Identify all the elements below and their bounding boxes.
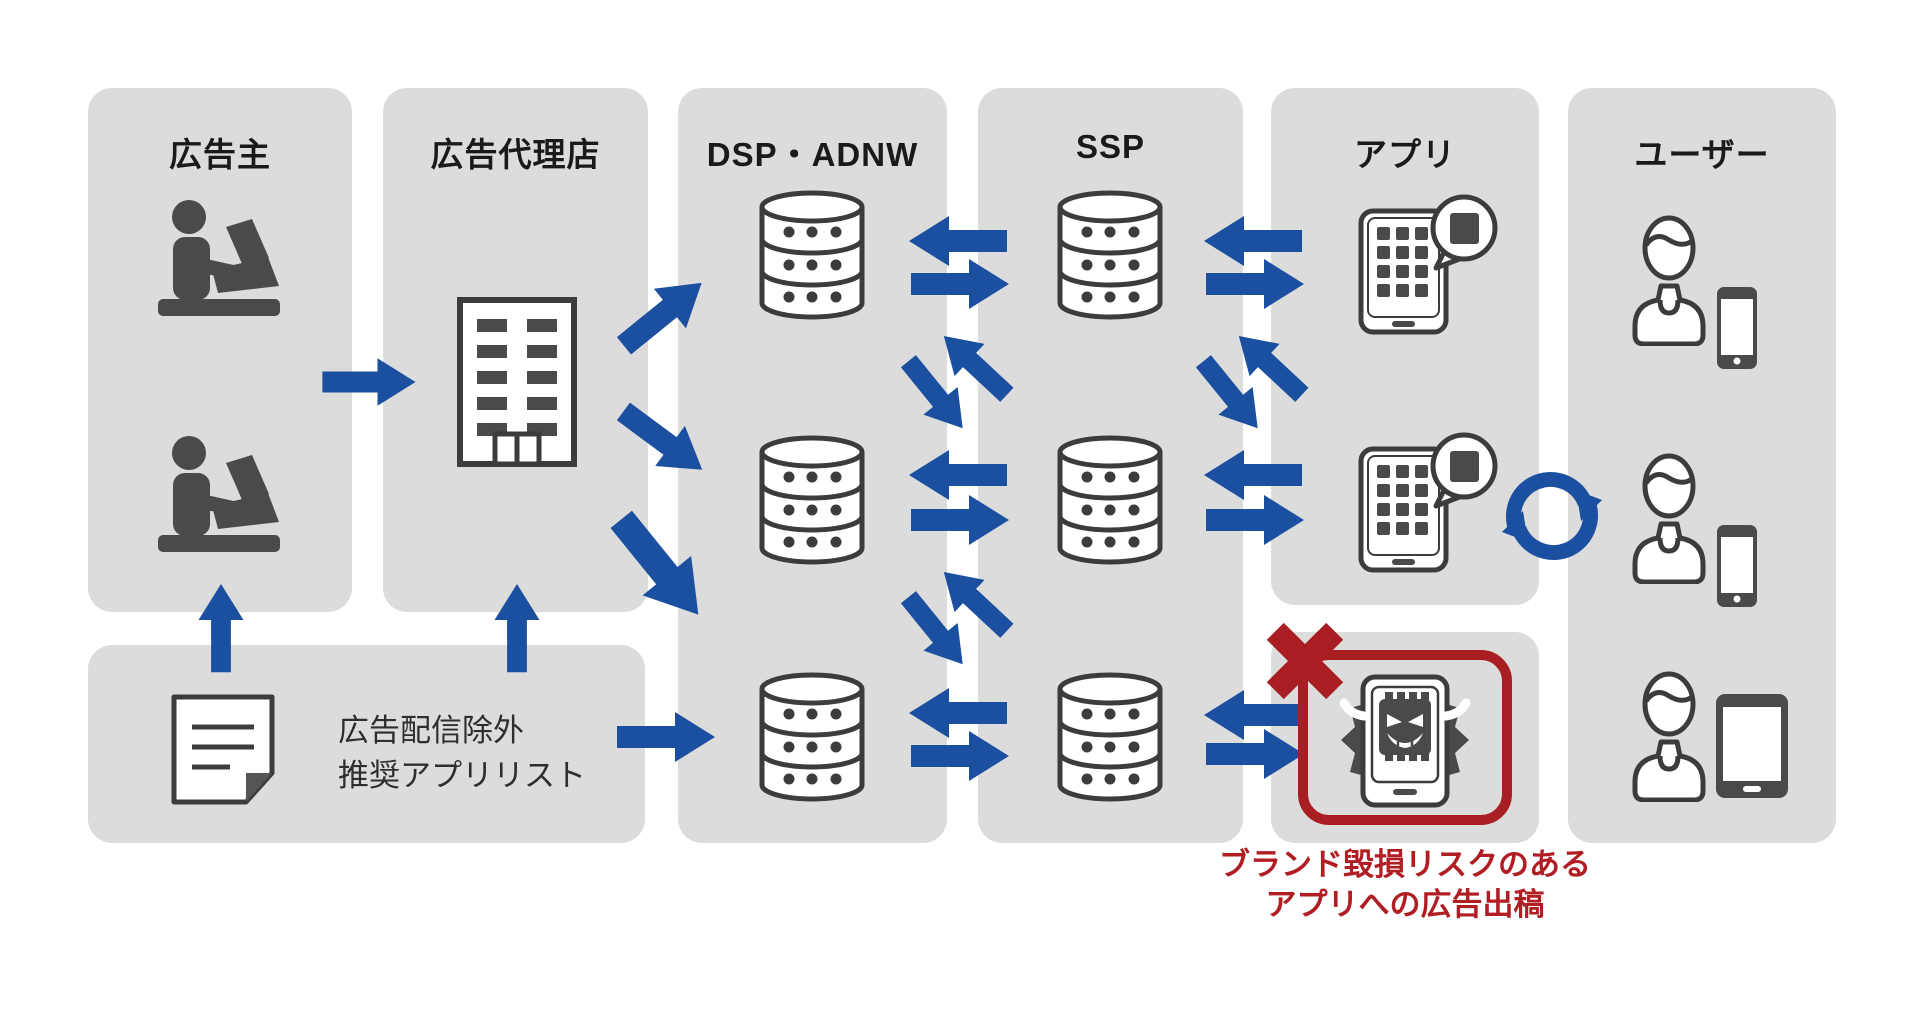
arrow-agency-to-dsp3 — [596, 499, 723, 635]
arrow-app-to-ssp-row3 — [1204, 690, 1302, 740]
arrow-app-to-ssp-row1 — [1204, 216, 1302, 266]
user-phone-icon — [1717, 525, 1757, 607]
user-tablet-icon — [1716, 694, 1788, 798]
brand-risk-warning-line2: アプリへの広告出稿 — [1265, 887, 1545, 922]
exclusion-list-document-icon — [174, 697, 272, 802]
arrow-agency-to-dsp2 — [608, 391, 718, 490]
arrow-ssp-to-app-row1 — [1206, 259, 1304, 309]
exclusion-list-line2: 推奨アプリリスト — [338, 758, 586, 793]
column-title-agency: 広告代理店 — [430, 136, 601, 173]
arrow-ssp-to-dsp-row2 — [909, 450, 1007, 500]
panel-user — [1568, 88, 1836, 843]
user-person-icon — [1635, 218, 1703, 344]
risky-app-icon — [1339, 674, 1471, 808]
arrow-ssp-to-app-row3 — [1206, 729, 1304, 779]
arrow-list-to-agency — [494, 584, 540, 673]
arrow-ssp-to-dsp-row3 — [909, 688, 1007, 738]
user-person-icon — [1635, 674, 1703, 800]
exclusion-list-line1: 広告配信除外 — [338, 713, 524, 748]
arrow-list-to-advertiser — [198, 584, 244, 673]
app-phone-ad-icon — [1361, 197, 1495, 332]
brand-risk-warning-line1: ブランド毀損リスクのある — [1219, 847, 1591, 882]
arrow-advertiser-to-agency — [322, 358, 416, 406]
arrow-app-to-ssp-row2 — [1204, 450, 1302, 500]
agency-building-icon — [460, 300, 574, 464]
brand-risk-warning-text: ブランド毀損リスクのある アプリへの広告出稿 — [1180, 845, 1630, 925]
ssp-database-icon — [1060, 193, 1160, 317]
arrow-dsp-to-ssp-row3 — [911, 731, 1009, 781]
arrow-ssp-to-dsp-row1 — [909, 216, 1007, 266]
risk-frame — [1298, 650, 1512, 825]
dsp-database-icon — [762, 193, 862, 317]
arrow-dsp-to-ssp-row1 — [911, 259, 1009, 309]
user-phone-icon — [1717, 287, 1757, 369]
dsp-database-icon — [762, 675, 862, 799]
column-title-ssp: SSP — [1075, 128, 1146, 165]
column-title-dsp-adnw: DSP・ADNW — [706, 136, 919, 173]
block-x-icon — [1266, 622, 1344, 700]
sync-arrows-icon — [1502, 471, 1602, 561]
exclusion-list-text: 広告配信除外 推奨アプリリスト — [338, 708, 668, 798]
column-title-app: アプリ — [1354, 136, 1456, 173]
arrow-ssp-to-app-row2 — [1206, 495, 1304, 545]
advertiser-worker-icon — [158, 436, 280, 552]
column-title-user: ユーザー — [1634, 136, 1770, 173]
user-person-icon — [1635, 456, 1703, 582]
ssp-database-icon — [1060, 438, 1160, 562]
user-row1 — [1635, 218, 1757, 369]
column-title-advertiser: 広告主 — [169, 136, 271, 173]
advertiser-worker-icon — [158, 200, 280, 316]
arrow-dsp-to-ssp-row2 — [911, 495, 1009, 545]
user-row3 — [1635, 674, 1788, 800]
dsp-database-icon — [762, 438, 862, 562]
app-phone-ad-icon — [1361, 435, 1495, 570]
user-row2 — [1635, 456, 1757, 607]
arrow-agency-to-dsp1 — [607, 263, 718, 366]
ssp-database-icon — [1060, 675, 1160, 799]
